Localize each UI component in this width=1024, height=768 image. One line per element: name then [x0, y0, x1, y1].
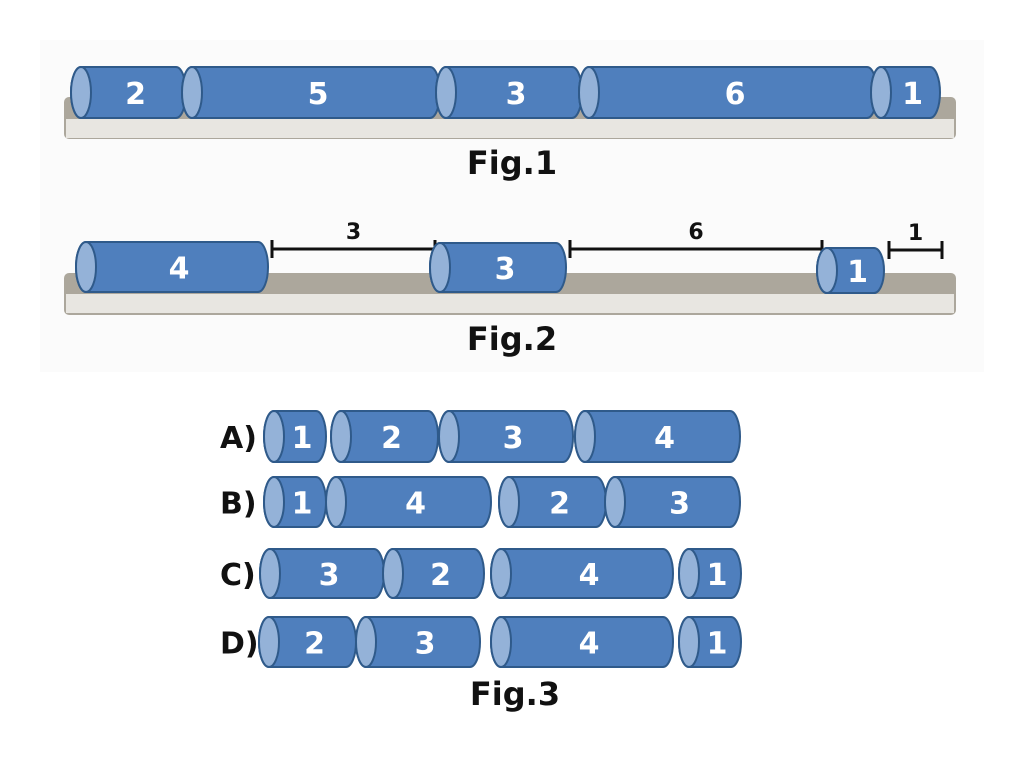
fig2-gap-3: 3 — [270, 220, 437, 258]
cylinder-end-cap — [498, 476, 520, 528]
cylinder-label: 3 — [495, 252, 516, 287]
option-row-b[interactable]: B) 1 4 2 3 — [220, 476, 741, 528]
cylinder-label: 2 — [125, 77, 146, 112]
fig3-caption: Fig.3 — [470, 675, 560, 713]
fig1-cylinder-5: 5 — [181, 66, 441, 119]
option-cylinder-4: 4 — [490, 616, 674, 668]
fig2-gap-6: 6 — [568, 220, 824, 258]
cylinder-end-cap — [574, 410, 596, 463]
option-label: B) — [220, 487, 257, 522]
fig2-gap-1: 1 — [887, 221, 944, 259]
fig1-cylinder-6: 6 — [578, 66, 878, 119]
option-row-d[interactable]: D) 2 3 4 1 — [220, 616, 742, 668]
option-row-a[interactable]: A) 1 2 3 4 — [220, 410, 741, 463]
dimension-label: 6 — [688, 220, 703, 245]
cylinder-label: 1 — [707, 627, 728, 662]
cylinder-label: 1 — [292, 487, 313, 522]
cylinder-label: 2 — [381, 421, 402, 456]
fig1-cylinders: 2 5 3 6 1 — [70, 66, 941, 119]
cylinder-label: 3 — [415, 627, 436, 662]
cylinder-label: 3 — [503, 421, 524, 456]
cylinder-label: 4 — [654, 421, 675, 456]
cylinder-end-cap — [435, 66, 457, 119]
cylinder-end-cap — [678, 616, 700, 668]
fig2-items: 4 3 3 6 1 1 — [75, 220, 944, 294]
cylinder-end-cap — [382, 548, 404, 599]
fig1-cylinder-3: 3 — [435, 66, 583, 119]
cylinder-label: 1 — [847, 255, 868, 290]
cylinder-label: 6 — [725, 77, 746, 112]
cylinder-end-cap — [355, 616, 377, 668]
cylinder-end-cap — [258, 616, 280, 668]
option-cylinder-3: 3 — [604, 476, 741, 528]
cylinder-end-cap — [181, 66, 203, 119]
cylinder-label: 5 — [308, 77, 329, 112]
option-cylinder-3: 3 — [259, 548, 385, 599]
cylinder-end-cap — [330, 410, 352, 463]
option-cylinder-4: 4 — [574, 410, 741, 463]
cylinder-end-cap — [816, 247, 838, 294]
cylinder-label: 3 — [319, 558, 340, 593]
option-cylinder-2: 2 — [498, 476, 607, 528]
option-label: D) — [220, 627, 259, 662]
cylinder-end-cap — [870, 66, 892, 119]
option-cylinder-1: 1 — [678, 548, 742, 599]
option-label: C) — [220, 558, 256, 593]
dimension-label: 1 — [908, 221, 923, 246]
fig1-caption: Fig.1 — [467, 144, 557, 182]
cylinder-label: 2 — [304, 627, 325, 662]
dimension-label: 3 — [346, 220, 361, 245]
cylinder-label: 2 — [549, 487, 570, 522]
cylinder-end-cap — [75, 241, 97, 293]
fig2-cylinder-3: 3 — [429, 242, 567, 293]
option-row-c[interactable]: C) 3 2 4 1 — [220, 548, 742, 599]
cylinder-label: 4 — [579, 558, 600, 593]
cylinder-end-cap — [604, 476, 626, 528]
option-cylinder-1: 1 — [263, 410, 327, 463]
cylinder-label: 2 — [430, 558, 451, 593]
cylinder-end-cap — [70, 66, 92, 119]
cylinder-label: 1 — [902, 77, 923, 112]
cylinder-end-cap — [263, 410, 285, 463]
option-cylinder-1: 1 — [678, 616, 742, 668]
fig2-track-front — [66, 294, 954, 313]
cylinder-label: 3 — [506, 77, 527, 112]
cylinder-end-cap — [678, 548, 700, 599]
option-cylinder-2: 2 — [330, 410, 439, 463]
option-cylinder-4: 4 — [490, 548, 674, 599]
cylinder-end-cap — [490, 548, 512, 599]
cylinder-end-cap — [259, 548, 281, 599]
option-cylinder-2: 2 — [382, 548, 485, 599]
cylinder-label: 4 — [405, 487, 426, 522]
cylinder-end-cap — [438, 410, 460, 463]
cylinder-label: 4 — [579, 627, 600, 662]
fig1-cylinder-1: 1 — [870, 66, 941, 119]
fig1-cylinder-2: 2 — [70, 66, 187, 119]
cylinder-label: 1 — [292, 421, 313, 456]
cylinder-label: 3 — [669, 487, 690, 522]
fig2-track — [64, 273, 956, 315]
cylinder-end-cap — [578, 66, 600, 119]
cylinder-label: 1 — [707, 558, 728, 593]
cylinder-end-cap — [325, 476, 347, 528]
cylinder-end-cap — [263, 476, 285, 528]
cylinder-end-cap — [490, 616, 512, 668]
option-cylinder-2: 2 — [258, 616, 357, 668]
option-cylinder-3: 3 — [438, 410, 574, 463]
option-label: A) — [220, 421, 257, 456]
cylinder-label: 4 — [169, 252, 190, 287]
fig2-cylinder-4: 4 — [75, 241, 269, 293]
option-cylinder-1: 1 — [263, 476, 327, 528]
fig2-caption: Fig.2 — [467, 320, 557, 358]
fig1-track-front — [66, 119, 954, 138]
option-cylinder-4: 4 — [325, 476, 492, 528]
fig2-cylinder-1: 1 — [816, 247, 885, 294]
cylinder-end-cap — [429, 242, 451, 293]
option-cylinder-3: 3 — [355, 616, 481, 668]
